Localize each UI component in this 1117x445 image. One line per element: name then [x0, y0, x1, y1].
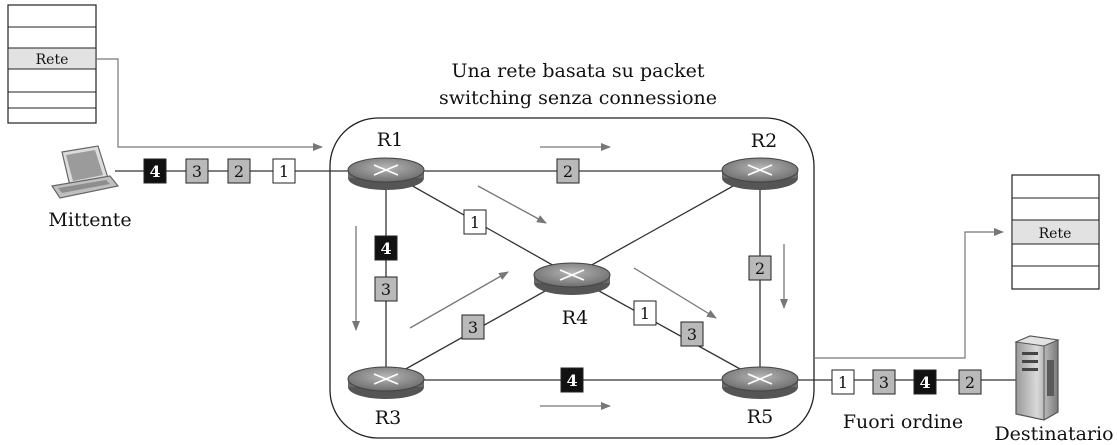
packet-number: 3: [468, 318, 478, 337]
flow-arrow-r3-r4: [409, 271, 509, 329]
packet-number: 4: [566, 371, 577, 390]
sender-label: Mittente: [48, 209, 131, 231]
out-of-order-label: Fuori ordine: [843, 411, 963, 433]
packet: 2: [227, 158, 251, 184]
flow-arrow-r1-r4: [477, 185, 547, 224]
packet-number: 1: [470, 213, 480, 232]
receiver-protocol-stack: Rete: [1011, 174, 1100, 290]
flow-arrows: [352, 143, 788, 410]
laptop-icon: [50, 145, 120, 199]
packet-number: 2: [234, 162, 244, 181]
sender-stack-connector: [96, 58, 323, 151]
packet: 2: [556, 158, 580, 184]
flow-arrow-r4-r5: [633, 267, 717, 319]
packet-number: 3: [192, 162, 202, 181]
router-r1-label: R1: [377, 129, 403, 151]
router-r4-label: R4: [562, 307, 588, 329]
receiver-stack-network-label: Rete: [1039, 226, 1072, 242]
router-r5: [721, 366, 799, 399]
packet-number: 4: [149, 162, 160, 181]
packet: 3: [680, 321, 704, 347]
server-icon: [1014, 335, 1060, 421]
packet-number: 2: [563, 162, 573, 181]
packet: 3: [872, 369, 896, 395]
packet: 1: [272, 158, 296, 184]
diagram-title-line1: Una rete basata su packet: [452, 60, 705, 82]
router-r5-label: R5: [747, 406, 773, 428]
network-boundary: [329, 117, 815, 439]
sender-protocol-stack: Rete: [7, 4, 97, 124]
packet: 2: [748, 255, 772, 281]
packet-number: 4: [380, 239, 391, 258]
packet-number: 2: [965, 373, 975, 392]
packet: 2: [958, 369, 982, 395]
packet-number: 1: [279, 162, 289, 181]
router-r3: [347, 366, 425, 399]
packet-number: 3: [381, 280, 391, 299]
packet-number: 1: [838, 373, 848, 392]
packet: 1: [633, 300, 657, 326]
router-r1: [347, 157, 425, 190]
router-r4: [533, 262, 611, 295]
packet: 3: [374, 276, 398, 302]
router-r2-label: R2: [751, 130, 777, 152]
packet: 3: [461, 314, 485, 340]
packet: 4: [913, 369, 937, 395]
packet: 1: [463, 209, 487, 235]
packet: 3: [185, 158, 209, 184]
packet: 1: [831, 369, 855, 395]
receiver-label: Destinatario: [994, 423, 1113, 445]
sender-stack-network-label: Rete: [36, 52, 69, 68]
packet: 4: [374, 235, 398, 261]
packet-number: 3: [687, 325, 697, 344]
router-r3-label: R3: [375, 407, 401, 429]
router-r2: [721, 157, 799, 190]
packet-number: 1: [640, 304, 650, 323]
packet-number: 2: [755, 259, 765, 278]
packet: 4: [143, 158, 167, 184]
packet-number: 3: [879, 373, 889, 392]
packet: 4: [560, 367, 584, 393]
receiver-stack-connector: [814, 228, 1004, 359]
packet-number: 4: [919, 373, 930, 392]
diagram-title-line2: switching senza connessione: [439, 87, 717, 109]
